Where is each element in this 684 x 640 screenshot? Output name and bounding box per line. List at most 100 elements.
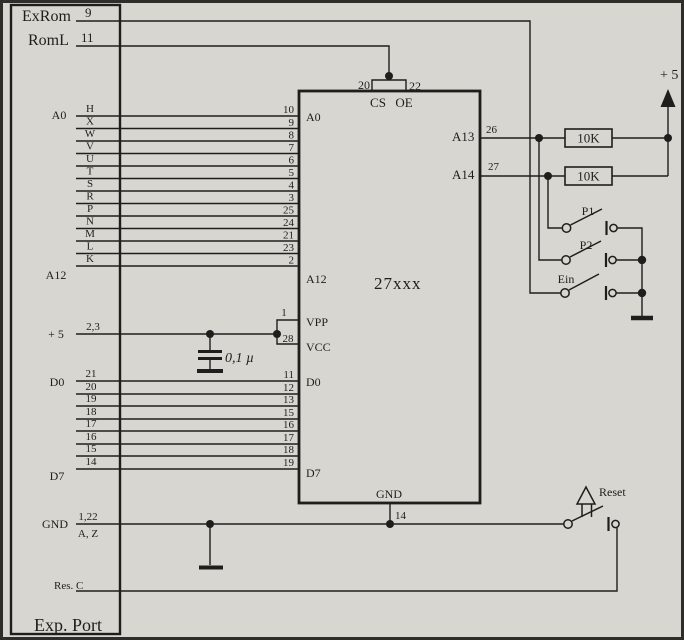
port-plus5-label: + 5 bbox=[48, 327, 64, 341]
port-pin: 14 bbox=[86, 456, 98, 468]
port-pin: 20 bbox=[86, 381, 98, 393]
junction-gnd-pin bbox=[386, 520, 394, 528]
wire-gnd-rail bbox=[76, 523, 564, 565]
switch-p2-left-contact bbox=[561, 255, 571, 265]
exp-port-box bbox=[9, 3, 122, 636]
chip-pin14: 14 bbox=[395, 510, 407, 522]
capacitor-value: 0,1 µ bbox=[225, 351, 254, 366]
chip-a13-pin: 26 bbox=[486, 124, 498, 136]
port-resc-label: Res. C bbox=[54, 580, 83, 592]
port-letter: S bbox=[87, 178, 93, 190]
chip-vpp-label: VPP bbox=[306, 315, 328, 329]
port-letter: T bbox=[87, 166, 94, 178]
chip-a12-label: A12 bbox=[306, 272, 327, 286]
chip-a14-pin: 27 bbox=[488, 161, 500, 173]
wire-plus5-vpp-vcc bbox=[76, 319, 299, 345]
port-pin: 16 bbox=[86, 431, 98, 443]
chip-a13-label: A13 bbox=[452, 129, 474, 144]
junction-vpp-vcc bbox=[273, 330, 281, 338]
chip-pin: 10 bbox=[283, 104, 295, 116]
chip-pin: 23 bbox=[283, 242, 295, 254]
resistor-r1-value: 10K bbox=[577, 131, 600, 146]
chip-pin: 13 bbox=[283, 394, 295, 406]
chip-pin: 7 bbox=[289, 142, 295, 154]
junction-p2-rail bbox=[637, 255, 647, 265]
chip-cs-label: CS bbox=[370, 95, 386, 110]
chip-pin: 4 bbox=[289, 180, 295, 192]
port-plus5-pins: 2,3 bbox=[86, 321, 100, 333]
port-gnd-pins-bottom: A, Z bbox=[78, 528, 98, 540]
wire-switch-ground-rail bbox=[616, 227, 643, 316]
wire-roml-csoe bbox=[76, 45, 407, 91]
chip-d7-label: D7 bbox=[306, 466, 321, 480]
port-pin: 15 bbox=[86, 443, 98, 455]
reset-arm bbox=[571, 505, 604, 522]
port-exrom-pin: 9 bbox=[85, 5, 92, 20]
chip-vcc-label: VCC bbox=[306, 340, 331, 354]
switch-p1-right-contact bbox=[609, 223, 618, 233]
chip-pin: 8 bbox=[289, 130, 295, 142]
chip-data-pins: 11 12 13 15 16 17 18 19 bbox=[283, 369, 295, 469]
port-letter: K bbox=[86, 253, 94, 265]
chip-pin: 19 bbox=[283, 457, 295, 469]
chip-a0-label: A0 bbox=[306, 110, 321, 124]
chip-pin: 17 bbox=[283, 432, 295, 444]
port-pin: 21 bbox=[86, 368, 97, 380]
port-pin: 19 bbox=[86, 393, 98, 405]
port-d7-label: D7 bbox=[50, 469, 65, 483]
switch-p2-right-contact bbox=[608, 255, 617, 265]
chip-pin: 24 bbox=[283, 217, 295, 229]
chip-pin: 2 bbox=[289, 255, 295, 267]
switch-p2-label: P2 bbox=[580, 238, 593, 252]
wire-address-bus bbox=[76, 115, 299, 267]
switch-p1-label: P1 bbox=[582, 204, 595, 218]
port-pin: 18 bbox=[86, 406, 98, 418]
chip-pin: 16 bbox=[283, 419, 295, 431]
junction-a13 bbox=[535, 134, 543, 142]
wire-switch-feeds bbox=[538, 138, 563, 261]
wire-exrom bbox=[76, 20, 561, 294]
port-exrom-label: ExRom bbox=[22, 8, 71, 25]
port-letter: M bbox=[85, 228, 95, 240]
junction-dots bbox=[206, 72, 672, 528]
capacitor-symbol bbox=[197, 350, 223, 373]
port-pin: 17 bbox=[86, 418, 98, 430]
chip-pin: 15 bbox=[283, 407, 295, 419]
reset-actuator-stem bbox=[581, 504, 593, 517]
reset-label: Reset bbox=[599, 485, 626, 499]
port-gnd-label: GND bbox=[42, 517, 68, 531]
port-letter: N bbox=[86, 216, 94, 228]
port-roml-label: RomL bbox=[28, 32, 69, 49]
plus5-right-label: + 5 bbox=[660, 68, 678, 83]
chip-pin: 21 bbox=[283, 230, 294, 242]
chip-pin: 9 bbox=[289, 117, 295, 129]
chip-gnd-label: GND bbox=[376, 487, 402, 501]
switches bbox=[560, 208, 618, 300]
switch-ein-arm bbox=[568, 273, 600, 291]
port-d0-label: D0 bbox=[50, 375, 65, 389]
chip-oe-label: OE bbox=[395, 95, 412, 110]
chip-pin: 5 bbox=[289, 167, 295, 179]
junction-roml bbox=[385, 72, 393, 80]
chip-pin22: 22 bbox=[409, 79, 421, 93]
chip-pin20: 20 bbox=[358, 78, 370, 92]
plus5-arrow-icon bbox=[660, 89, 676, 107]
reset-actuator-triangle-icon bbox=[575, 485, 597, 505]
chip-pin: 18 bbox=[283, 444, 295, 456]
wires bbox=[76, 20, 669, 592]
chip-name: 27xxx bbox=[374, 274, 422, 293]
switch-ein-right-contact bbox=[608, 288, 617, 298]
wire-resc bbox=[76, 528, 618, 592]
port-addr-letters: H X W V U T S R P N M L K bbox=[85, 103, 96, 265]
wire-data-bus bbox=[76, 380, 299, 470]
port-data-pins: 21 20 19 18 17 16 15 14 bbox=[86, 368, 98, 468]
chip-addr-pins: 10 9 8 7 6 5 4 3 25 24 21 23 2 bbox=[283, 104, 295, 267]
port-a0-label: A0 bbox=[52, 108, 67, 122]
port-gnd-pins-top: 1,22 bbox=[78, 511, 97, 523]
junction-plus5-rail bbox=[664, 134, 672, 142]
switch-ein-label: Ein bbox=[558, 272, 575, 286]
chip-pin28: 28 bbox=[283, 333, 295, 345]
